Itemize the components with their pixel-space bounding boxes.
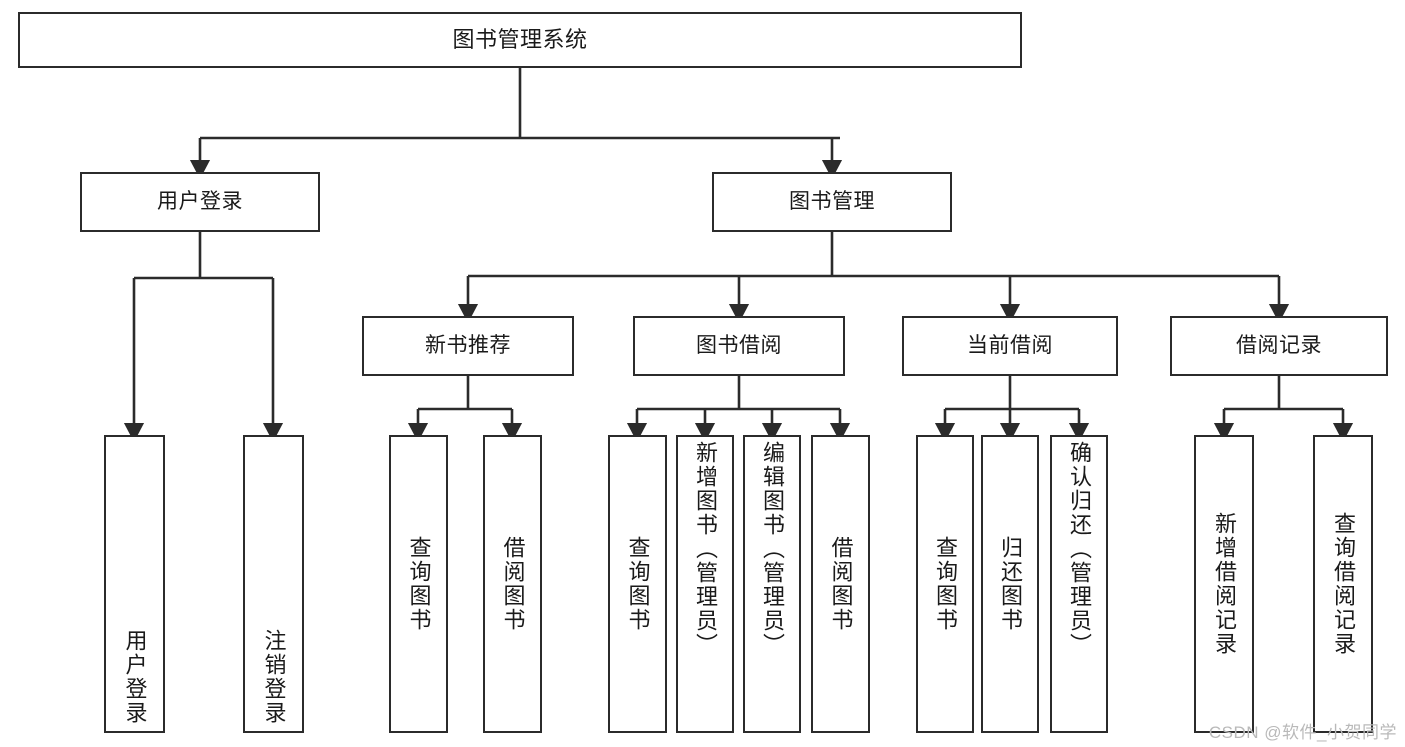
node-root[interactable]: 图书管理系统 <box>18 12 1022 68</box>
node-rec-query-book-label: 查询图书 <box>406 536 432 632</box>
node-borrow-add-book[interactable]: 新增图书（管理员） <box>676 435 734 733</box>
node-current-borrow[interactable]: 当前借阅 <box>902 316 1118 376</box>
node-rec-query-record-label: 查询借阅记录 <box>1331 512 1356 656</box>
node-borrow-query-book-label: 查询图书 <box>625 536 651 632</box>
node-cur-query-book-label: 查询图书 <box>933 536 958 632</box>
watermark: CSDN @软件_小贺同学 <box>1208 723 1397 742</box>
node-cur-return-book-label: 归还图书 <box>998 536 1023 632</box>
node-borrow-lend-book[interactable]: 借阅图书 <box>811 435 870 733</box>
node-user-login[interactable]: 用户登录 <box>80 172 320 232</box>
node-rec-query-book[interactable]: 查询图书 <box>389 435 448 733</box>
node-new-book-rec[interactable]: 新书推荐 <box>362 316 574 376</box>
node-cur-confirm-return-label: 确认归还（管理员） <box>1067 441 1092 657</box>
node-cur-query-book[interactable]: 查询图书 <box>916 435 974 733</box>
node-cur-return-book[interactable]: 归还图书 <box>981 435 1039 733</box>
node-borrow-query-book[interactable]: 查询图书 <box>608 435 667 733</box>
node-borrow-edit-book[interactable]: 编辑图书（管理员） <box>743 435 801 733</box>
node-borrow-record[interactable]: 借阅记录 <box>1170 316 1388 376</box>
node-cur-confirm-return[interactable]: 确认归还（管理员） <box>1050 435 1108 733</box>
node-rec-add-record[interactable]: 新增借阅记录 <box>1194 435 1254 733</box>
node-new-book-rec-label: 新书推荐 <box>425 334 511 358</box>
node-borrow-record-label: 借阅记录 <box>1236 334 1322 358</box>
node-logout-user[interactable]: 注销登录 <box>243 435 304 733</box>
node-book-borrow-label: 图书借阅 <box>696 334 782 358</box>
node-borrow-edit-book-label: 编辑图书（管理员） <box>760 441 785 657</box>
node-rec-query-record[interactable]: 查询借阅记录 <box>1313 435 1373 733</box>
node-login-user[interactable]: 用户登录 <box>104 435 165 733</box>
node-current-borrow-label: 当前借阅 <box>967 334 1053 358</box>
node-borrow-lend-book-label: 借阅图书 <box>828 536 854 632</box>
node-rec-add-record-label: 新增借阅记录 <box>1212 512 1237 656</box>
node-logout-user-label: 注销登录 <box>261 629 287 725</box>
node-book-manage[interactable]: 图书管理 <box>712 172 952 232</box>
node-borrow-add-book-label: 新增图书（管理员） <box>693 441 718 657</box>
node-rec-borrow-book[interactable]: 借阅图书 <box>483 435 542 733</box>
node-user-login-label: 用户登录 <box>157 190 243 214</box>
node-book-borrow[interactable]: 图书借阅 <box>633 316 845 376</box>
node-book-manage-label: 图书管理 <box>789 190 875 214</box>
node-login-user-label: 用户登录 <box>122 629 148 725</box>
node-root-label: 图书管理系统 <box>452 26 588 52</box>
node-rec-borrow-book-label: 借阅图书 <box>500 536 526 632</box>
